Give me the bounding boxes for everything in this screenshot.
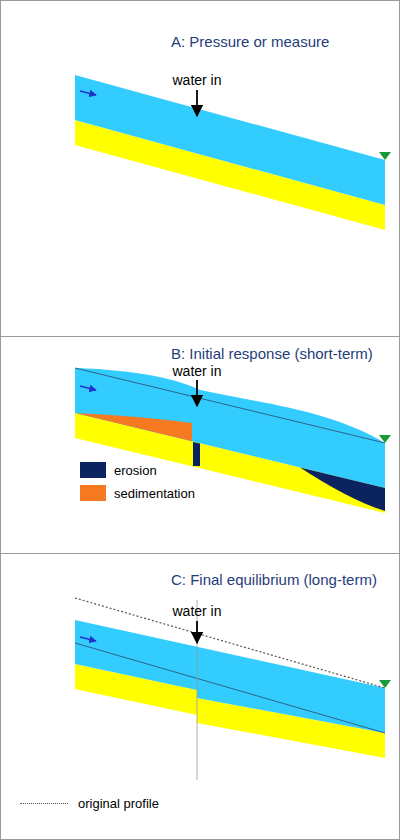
inflow-label: water in [172,603,221,619]
erosion-area [300,467,385,511]
flow-arrow [80,386,96,390]
inflow-arrow [196,621,198,643]
legend-line-sample [20,803,68,804]
flow-arrow [80,91,96,95]
water-body [75,75,385,205]
inflow-arrow [196,380,198,406]
panel-title: A: Pressure or measure [171,33,329,50]
panel-c-art [75,598,391,780]
legend-entry: sedimentation [80,485,195,501]
flow-arrow [80,637,96,641]
legend-swatch [80,485,106,501]
panel-b-art [75,368,391,513]
inflow-label: water in [172,72,221,88]
panel-box: C: Final equilibrium (long-term) [0,553,400,840]
original-bed-line [75,643,385,733]
legend-text: sedimentation [114,486,195,501]
legend-entry: original profile [20,796,159,811]
legend-swatch [80,462,106,478]
water-body [75,620,385,733]
water-body [75,368,385,488]
legend-text: original profile [78,796,159,811]
panel-title: B: Initial response (short-term) [171,345,373,362]
legend-text: erosion [114,463,157,478]
panel-a-art [75,75,391,230]
legend-entry: erosion [80,462,157,478]
panel-title: C: Final equilibrium (long-term) [171,571,377,588]
inflow-arrow [196,90,198,116]
original-surface-line [75,368,385,443]
water-level-symbol [379,680,391,688]
sedimentation-area [75,413,192,441]
inflow-label: water in [172,363,221,379]
water-level-symbol [379,152,391,160]
original-profile-line [75,598,385,688]
panel-box: A: Pressure or measure [0,0,400,337]
reference-line [197,600,198,780]
water-level-symbol [379,435,391,443]
erosion-area [193,442,200,466]
